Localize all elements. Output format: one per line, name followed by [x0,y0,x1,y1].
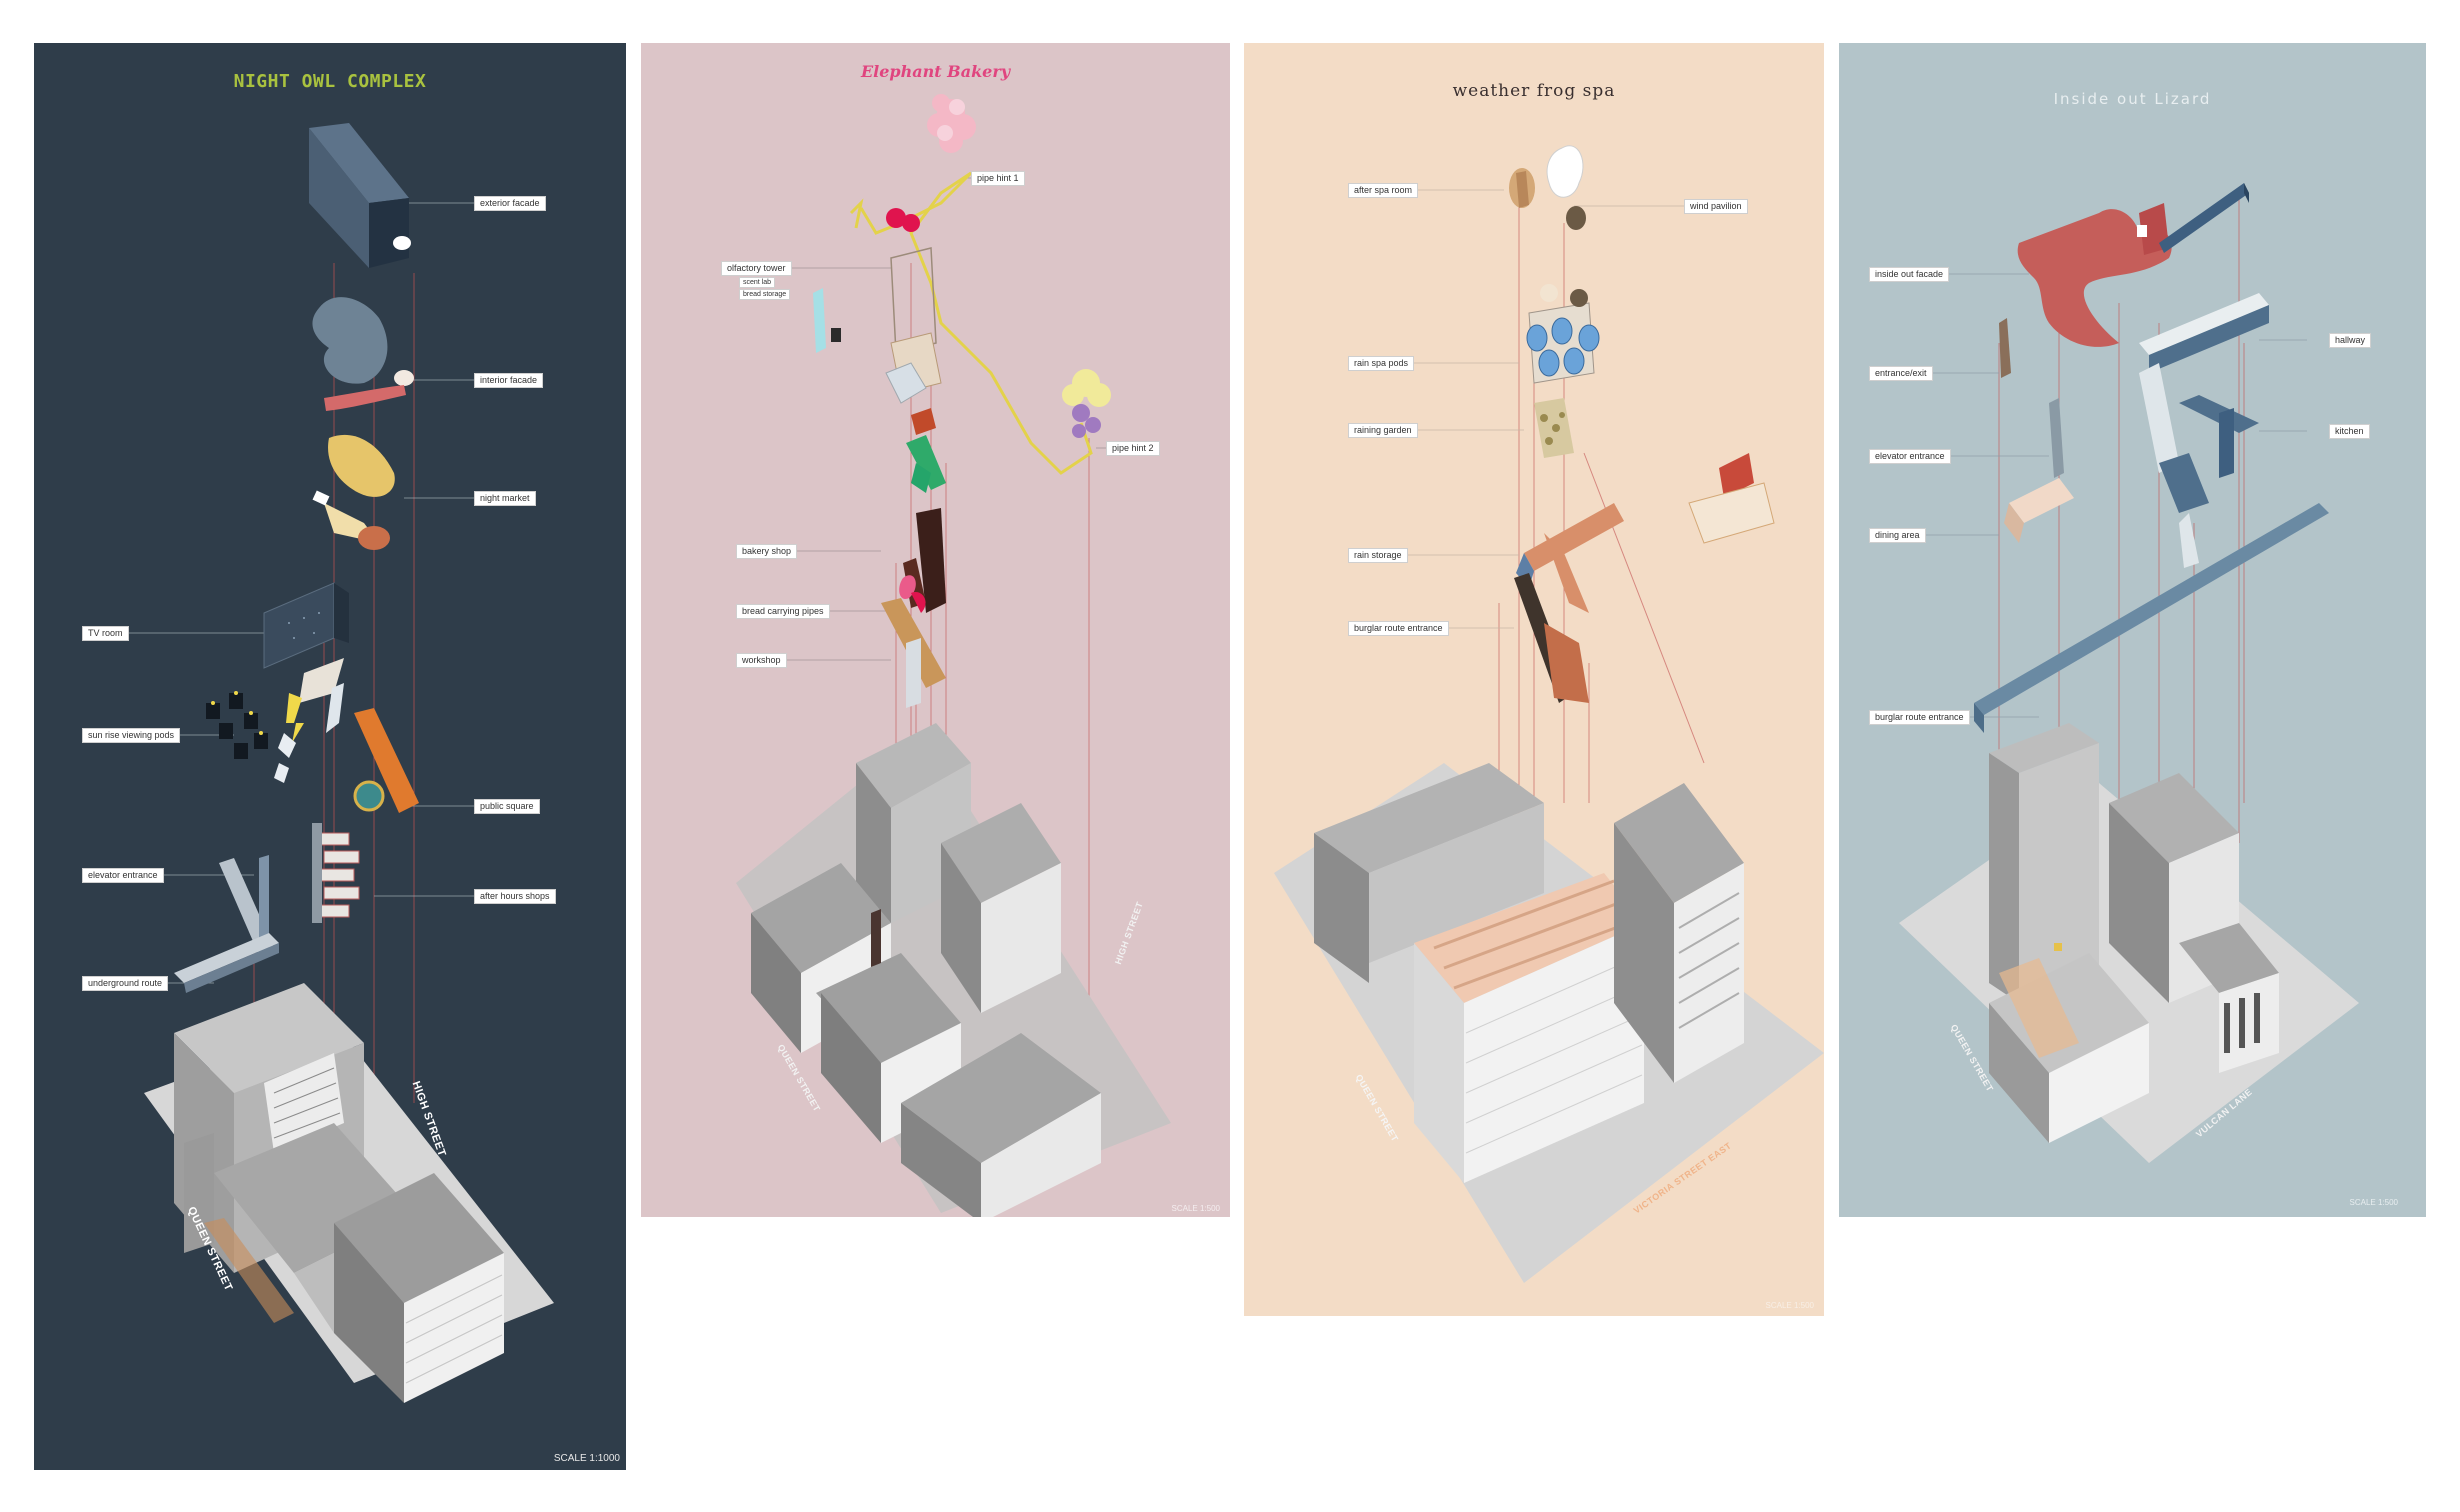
label-pipe-hint-2: pipe hint 2 [1106,441,1160,456]
scale-label: SCALE 1:500 [1171,1204,1220,1213]
panel-title: Inside out Lizard [2053,90,2212,108]
weather-frog-spa-exploded-axonometric [1274,145,1824,1283]
panel-night-owl-complex: NIGHT OWL COMPLEX exterior facade interi… [34,43,626,1470]
label-burglar-route-entrance: burglar route entrance [1348,621,1449,636]
night-owl-exploded-axonometric [114,123,554,1403]
label-pipe-hint-1: pipe hint 1 [971,171,1025,186]
panel-title: NIGHT OWL COMPLEX [233,71,427,92]
panel-title: weather frog spa [1452,81,1616,101]
label-workshop: workshop [736,653,787,668]
panel-weather-frog-spa: weather frog spa after spa room wind pav… [1244,43,1824,1316]
panel-inside-out-lizard: Inside out Lizard inside out facade hall… [1839,43,2426,1217]
label-bread-carrying-pipes: bread carrying pipes [736,604,830,619]
label-underground-route: underground route [82,976,169,991]
label-rain-spa-pods: rain spa pods [1348,356,1415,371]
elephant-bakery-exploded-axonometric [736,94,1171,1217]
label-bread-storage: bread storage [739,289,791,300]
panel-title: Elephant Bakery [860,62,1011,81]
label-dining-area: dining area [1869,528,1926,543]
label-burglar-route-entrance: burglar route entrance [1869,710,1970,725]
label-olfactory-tower: olfactory tower [721,261,792,276]
label-tv-room: TV room [82,626,129,641]
label-after-spa-room: after spa room [1348,183,1419,198]
scale-label: SCALE 1:500 [2349,1198,2398,1207]
panel-elephant-bakery: Elephant Bakery pipe hint 1 olfactory to… [641,43,1230,1217]
label-night-market: night market [474,491,536,506]
label-rain-storage: rain storage [1348,548,1408,563]
label-public-square: public square [474,799,540,814]
label-scent-lab: scent lab [739,277,776,288]
label-after-hours-shops: after hours shops [474,889,556,904]
label-bakery-shop: bakery shop [736,544,798,559]
label-sunrise-viewing-pods: sun rise viewing pods [82,728,181,743]
inside-out-lizard-exploded-axonometric [1899,183,2359,1163]
label-inside-out-facade: inside out facade [1869,267,1950,282]
label-kitchen: kitchen [2329,424,2370,439]
label-entrance-exit: entrance/exit [1869,366,1933,381]
label-elevator-entrance: elevator entrance [1869,449,1951,464]
label-hallway: hallway [2329,333,2372,348]
label-elevator-entrance: elevator entrance [82,868,164,883]
scale-label: SCALE 1:500 [1765,1301,1814,1310]
label-raining-garden: raining garden [1348,423,1418,438]
label-interior-facade: interior facade [474,373,544,388]
label-wind-pavilion: wind pavilion [1684,199,1748,214]
scale-label: SCALE 1:1000 [553,1453,620,1464]
label-exterior-facade: exterior facade [474,196,546,211]
